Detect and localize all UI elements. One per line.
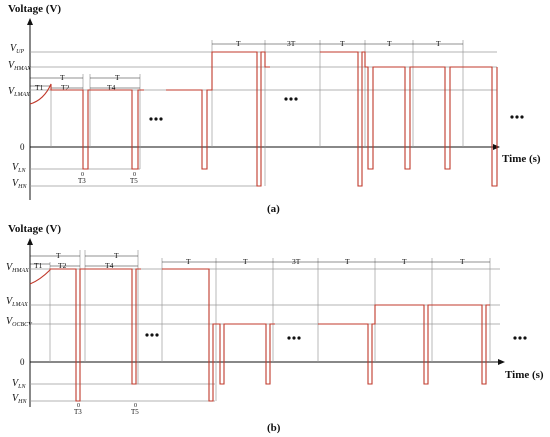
panel-b: Voltage (V) Time (s) 0 VHMAX VLMAX VOCBC… bbox=[6, 223, 544, 434]
panel-a-interval-t2: T2 bbox=[61, 83, 70, 92]
panel-b-label-vlmax: VLMAX bbox=[6, 296, 28, 308]
panel-b-dimension-bars bbox=[30, 255, 490, 267]
panel-b-label-vhn: VHN bbox=[12, 393, 27, 405]
panel-a-interval-t-first: T bbox=[60, 73, 65, 82]
panel-b-ellipsis-2 bbox=[287, 336, 301, 340]
panel-a-interval-t1: T1 bbox=[35, 83, 44, 92]
panel-b-marker-zero-2: 0 bbox=[134, 403, 137, 409]
panel-a-marker-zero-1: 0 bbox=[81, 172, 84, 178]
panel-a-interval-3t: 3T bbox=[287, 39, 296, 48]
panel-b-x-title: Time (s) bbox=[505, 369, 544, 381]
panel-a-interval-t-fourth: T bbox=[340, 39, 345, 48]
panel-b-ellipsis-1 bbox=[145, 333, 159, 337]
panel-b-interval-t4: T4 bbox=[105, 261, 114, 270]
panel-b-interval-t2: T2 bbox=[58, 261, 67, 270]
panel-a-ellipsis-3 bbox=[510, 115, 524, 119]
panel-b-ellipsis-3 bbox=[513, 336, 527, 340]
panel-a-label-vlmax: VLMAX bbox=[8, 86, 30, 98]
panel-b-interval-t-fifth: T bbox=[345, 257, 350, 266]
panel-b-y-arrow bbox=[27, 238, 33, 245]
panel-b-interval-t-third: T bbox=[186, 257, 191, 266]
panel-a-ellipsis-1 bbox=[149, 117, 163, 121]
panel-a-interval-t-second: T bbox=[115, 73, 120, 82]
panel-b-interval-t1: T1 bbox=[34, 261, 43, 270]
panel-b-origin: 0 bbox=[20, 357, 25, 367]
panel-b-interval-3t: 3T bbox=[292, 257, 301, 266]
panel-a-y-arrow bbox=[27, 18, 33, 25]
panel-a: Voltage (V) Time (s) 0 VUP VHMAX VLMAX V… bbox=[8, 3, 541, 215]
panel-a-caption: (a) bbox=[267, 203, 280, 215]
panel-b-marker-zero-1: 0 bbox=[77, 403, 80, 409]
panel-a-label-vup: VUP bbox=[10, 43, 24, 55]
panel-b-y-title: Voltage (V) bbox=[8, 223, 61, 235]
panel-b-caption: (b) bbox=[267, 422, 281, 434]
panel-a-origin: 0 bbox=[20, 142, 25, 152]
panel-a-marker-t5: T5 bbox=[130, 177, 138, 185]
panel-b-interval-t-seventh: T bbox=[460, 257, 465, 266]
panel-b-interval-t-fourth: T bbox=[243, 257, 248, 266]
panel-a-interval-t4: T4 bbox=[107, 83, 116, 92]
panel-a-interval-t-sixth: T bbox=[436, 39, 441, 48]
panel-a-voltage-waveform bbox=[29, 51, 498, 187]
panel-b-marker-t3: T3 bbox=[74, 408, 82, 416]
panel-a-label-vln: VLN bbox=[12, 162, 26, 174]
panel-b-interval-t-first: T bbox=[56, 251, 61, 260]
panel-a-marker-zero-2: 0 bbox=[133, 172, 136, 178]
panel-b-marker-t5: T5 bbox=[131, 408, 139, 416]
panel-a-ellipsis-2 bbox=[284, 97, 298, 101]
panel-b-voltage-waveform bbox=[29, 268, 490, 402]
panel-b-label-vhmax: VHMAX bbox=[6, 262, 29, 274]
panel-b-interval-t-sixth: T bbox=[402, 257, 407, 266]
panel-a-dimension-bars bbox=[30, 43, 463, 89]
panel-a-interval-t-fifth: T bbox=[387, 39, 392, 48]
panel-a-interval-t-third: T bbox=[236, 39, 241, 48]
panel-b-label-vocv: VOCBCV bbox=[6, 316, 33, 328]
panel-a-label-vhmax: VHMAX bbox=[8, 60, 31, 72]
panel-b-label-vln: VLN bbox=[12, 378, 26, 390]
panel-b-x-arrow bbox=[498, 359, 505, 365]
panel-a-label-vhn: VHN bbox=[12, 178, 27, 190]
panel-a-marker-t3: T3 bbox=[78, 177, 86, 185]
panel-a-x-title: Time (s) bbox=[502, 153, 541, 165]
panel-b-interval-t-second: T bbox=[114, 251, 119, 260]
panel-a-y-title: Voltage (V) bbox=[8, 3, 61, 15]
